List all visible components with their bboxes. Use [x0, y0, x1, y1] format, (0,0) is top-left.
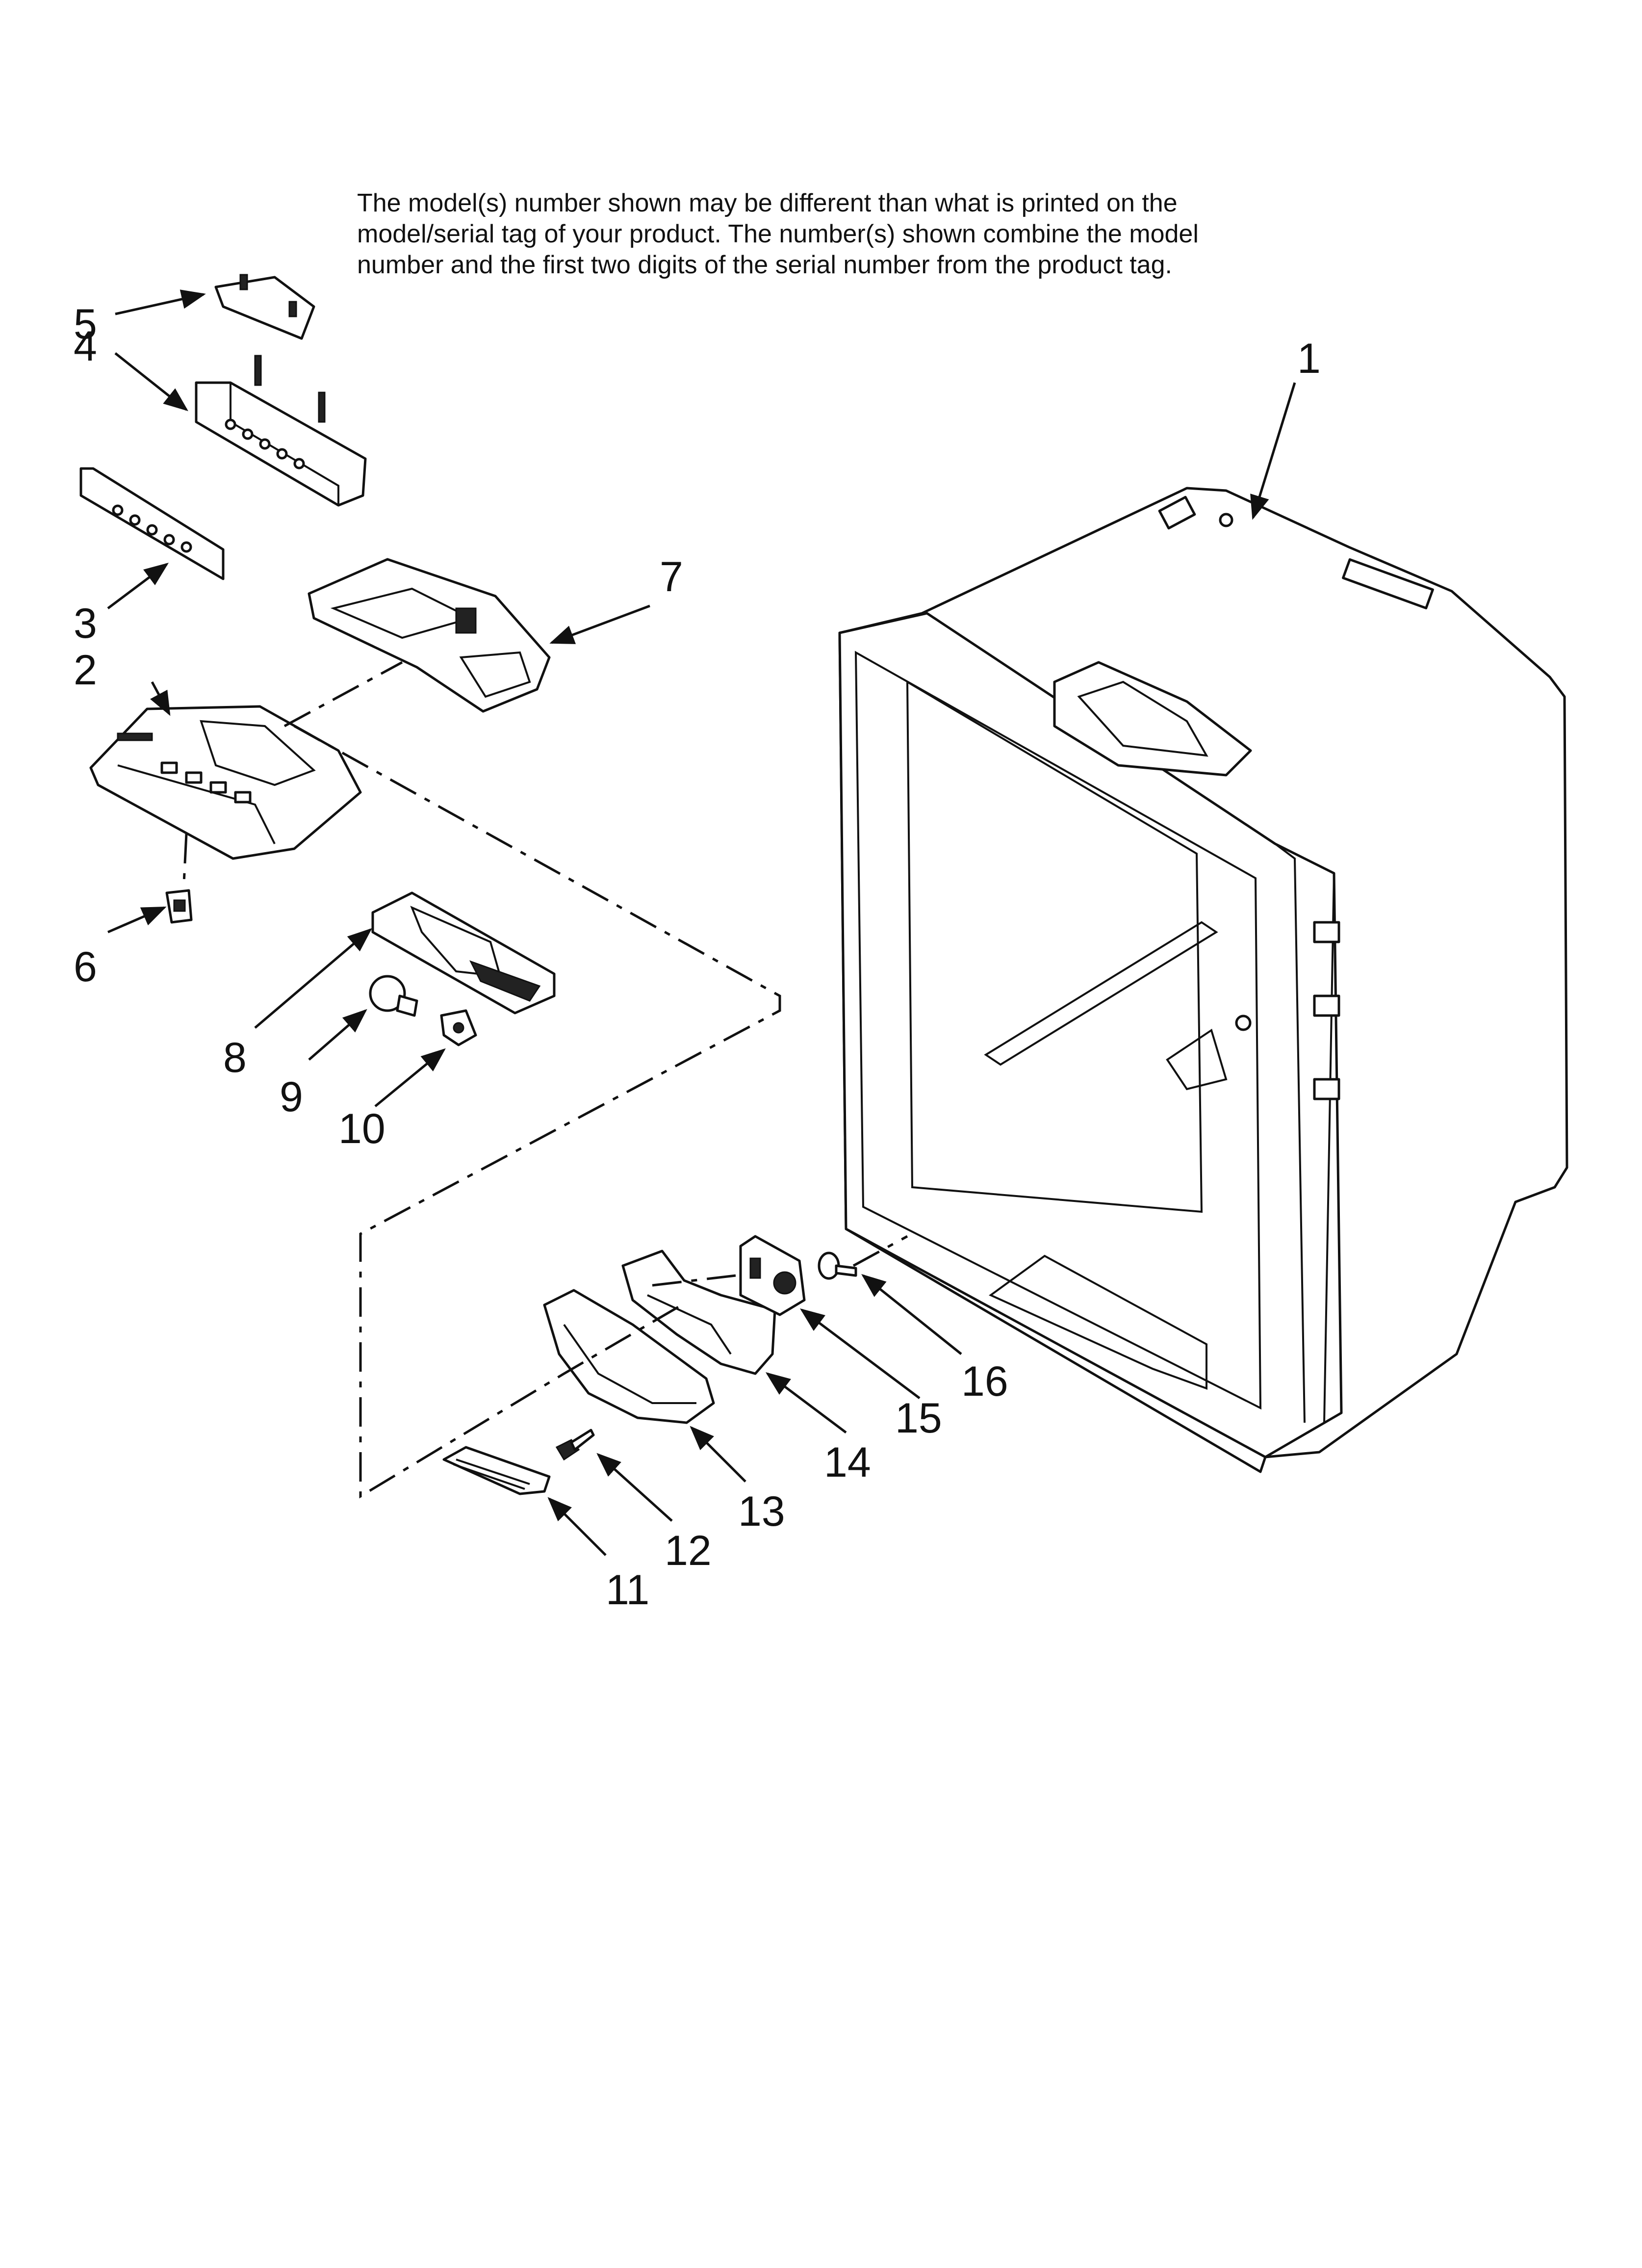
part-15-module [739, 1235, 806, 1316]
part-6-switch [165, 889, 193, 924]
part-11-trim [442, 1446, 551, 1495]
part-4-housing [195, 355, 367, 507]
callout-labels: 1 2 3 4 5 6 7 8 9 10 11 12 13 14 15 16 [74, 301, 1321, 1614]
callout-10: 10 [338, 1105, 385, 1152]
part-4-holes [225, 418, 305, 469]
part-2-housing [89, 705, 362, 860]
callout-1: 1 [1297, 335, 1321, 382]
part-14-bracket [621, 1250, 776, 1375]
callout-5: 5 [74, 301, 97, 348]
part-3-overlay [79, 467, 225, 580]
part-8-light-housing [371, 891, 556, 1015]
callout-7: 7 [660, 553, 683, 600]
part-10-socket [440, 1009, 477, 1046]
note-line-3: number and the first two digits of the s… [357, 251, 1172, 279]
callout-15: 15 [895, 1395, 942, 1442]
callout-2: 2 [74, 647, 97, 694]
part-1-liner [838, 487, 1568, 1473]
callout-16: 16 [961, 1358, 1008, 1405]
note-line-2: model/serial tag of your product. The nu… [357, 220, 1199, 248]
disclaimer-note: The model(s) number shown may be differe… [357, 188, 1485, 281]
callout-12: 12 [665, 1527, 712, 1574]
callout-13: 13 [738, 1488, 785, 1535]
callout-9: 9 [280, 1073, 303, 1121]
callout-8: 8 [223, 1034, 247, 1081]
callout-6: 6 [74, 943, 97, 991]
callout-4: 4 [74, 323, 97, 370]
callout-11: 11 [606, 1566, 649, 1614]
part-7-cover [308, 558, 551, 713]
leader-lines [107, 289, 1296, 1556]
part-9-bulb [369, 975, 418, 1017]
note-line-1: The model(s) number shown may be differe… [357, 189, 1178, 217]
part-5-cap [214, 274, 315, 340]
callout-3: 3 [74, 600, 97, 647]
assembly-lines [182, 661, 908, 1499]
callout-14: 14 [824, 1439, 871, 1486]
part-16-screw [818, 1251, 857, 1280]
part-12-screw [555, 1429, 595, 1461]
part-13-cover [543, 1289, 715, 1424]
